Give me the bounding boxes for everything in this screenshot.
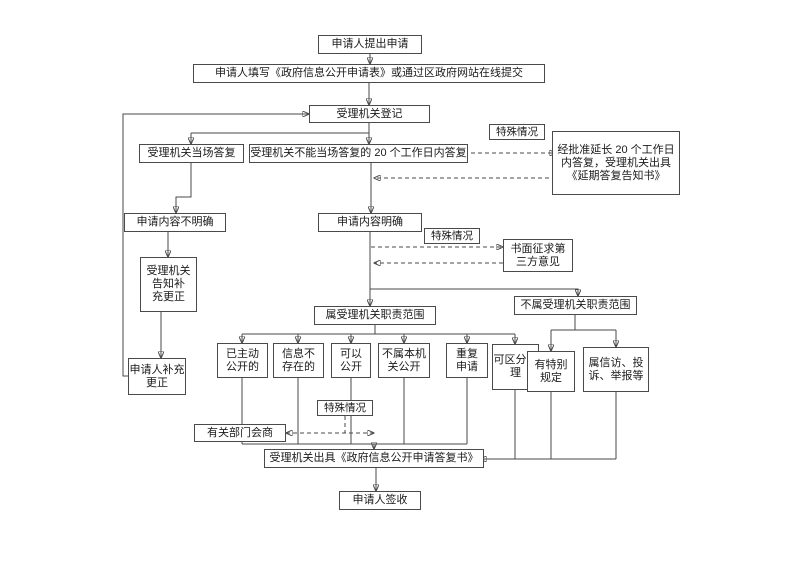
node-applicant-supplement: 申请人补充 更正: [128, 358, 186, 395]
node-content-clear: 申请内容明确: [318, 213, 422, 232]
node-within-duty-scope: 属受理机关职责范围: [314, 306, 436, 325]
node-issue-reply-document: 受理机关出具《政府信息公开申请答复书》: [264, 449, 484, 468]
node-info-not-exist: 信息不 存在的: [273, 343, 324, 378]
node-special-case-2: 特殊情况: [424, 228, 480, 244]
node-outside-duty-scope: 不属受理机关职责范围: [514, 296, 637, 315]
node-extension-notice: 经批准延长 20 个工作日 内答复，受理机关出具 《延期答复告知书》: [552, 131, 680, 195]
node-already-public: 已主动 公开的: [217, 343, 268, 378]
node-special-case-1: 特殊情况: [489, 124, 545, 140]
node-repeat-application: 重复 申请: [446, 343, 488, 378]
node-applicant-submit: 申请人提出申请: [318, 35, 422, 54]
node-special-case-3: 特殊情况: [317, 400, 373, 416]
node-authority-register: 受理机关登记: [309, 105, 430, 123]
node-content-unclear: 申请内容不明确: [124, 213, 226, 232]
node-petition-complaint: 属信访、投 诉、举报等: [583, 347, 649, 392]
node-not-this-authority: 不属本机 关公开: [378, 343, 430, 378]
node-fill-application-form: 申请人填写《政府信息公开申请表》或通过区政府网站在线提交: [193, 64, 545, 83]
node-notify-supplement: 受理机关 告知补 充更正: [140, 257, 197, 312]
node-reply-within-20-days: 受理机关不能当场答复的 20 个工作日内答复: [249, 144, 468, 163]
node-third-party-opinion: 书面征求第 三方意见: [503, 239, 573, 272]
node-special-provisions: 有特别 规定: [527, 351, 575, 392]
node-can-disclose: 可以 公开: [331, 343, 371, 378]
node-onspot-reply: 受理机关当场答复: [139, 144, 244, 163]
node-department-consult: 有关部门会商: [194, 424, 286, 442]
node-applicant-sign-receipt: 申请人签收: [339, 491, 421, 510]
